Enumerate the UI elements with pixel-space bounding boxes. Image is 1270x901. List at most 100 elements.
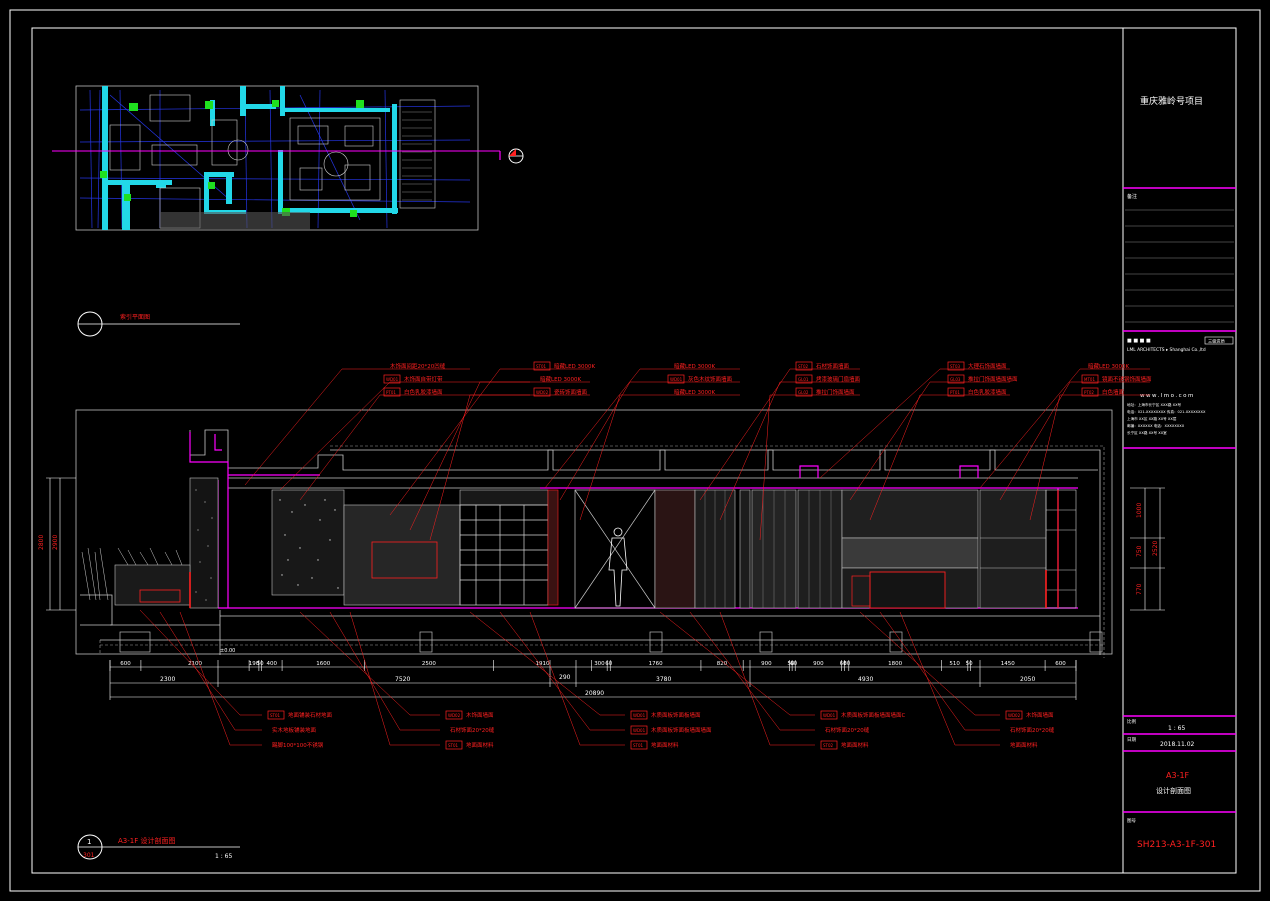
callout-top-code: ST03 <box>950 364 961 369</box>
address-line-3: 上海市 XX区 XX路 XX号 XX层 <box>1127 416 1177 421</box>
callout-bottom-text: 地面面材料 <box>651 741 679 749</box>
callout-bottom-code-box <box>820 710 838 720</box>
dim-label: 50 <box>966 661 973 667</box>
dim-total-label: 20890 <box>585 690 604 697</box>
scale-label: 比例 <box>1127 718 1136 725</box>
callout-bottom-code-box <box>267 710 285 720</box>
callout-bottom-code: WD02 <box>1008 713 1021 718</box>
callout-top-text: 烤漆玻璃门扇墙面 <box>816 375 861 383</box>
callout-bottom-code: ST01 <box>633 743 644 748</box>
callout-top-text: 木饰面间距20*20凹缝 <box>390 362 446 370</box>
drawing-name: 设计剖面图 <box>1156 786 1191 795</box>
callout-top-code-box <box>795 387 813 397</box>
callout-top-code-box <box>947 374 965 384</box>
dim-label: 1450 <box>1001 661 1015 667</box>
callout-top-code-box <box>383 374 401 384</box>
callout-top-code: PT02 <box>1084 390 1094 395</box>
dim-label: 60 <box>790 661 797 667</box>
callout-bottom-text: 木质面板饰面板墙面墙面 <box>651 726 712 734</box>
callout-bottom-code-box <box>630 710 648 720</box>
panel-b <box>739 489 751 609</box>
callout-bottom-code: WD02 <box>448 713 461 718</box>
right-dim-1: 1000 <box>1136 503 1143 518</box>
callout-bottom-text: 地面面材料 <box>841 741 869 749</box>
title-block: 重庆雅岭号项目 备注 ■ ■ ■ ■ 三级资质 LML ARCHITECTS ▸… <box>1123 95 1236 850</box>
dim-label: 50 <box>257 661 264 667</box>
callout-top-code: WD01 <box>670 377 683 382</box>
company-line: LML ARCHITECTS ▸ Shanghai Co.,ltd <box>1127 347 1206 353</box>
callout-bottom-code-box <box>630 740 648 750</box>
callout-bottom-code: WD01 <box>633 728 646 733</box>
callout-top-code: ST01 <box>536 364 547 369</box>
callout-leaders-bottom <box>139 609 1000 746</box>
left-dim-inner: 2900 <box>52 535 59 550</box>
callout-top-text: 暗藏LED 3000K <box>554 362 596 370</box>
feature-wall-art <box>371 541 438 579</box>
dim-row-2-label-6: 2050 <box>1020 676 1035 683</box>
callout-bottom-text: 木饰面墙面 <box>1026 711 1054 719</box>
callout-bottom-text: 踢脚100*100不锈钢 <box>272 741 324 749</box>
left-dimensions <box>46 477 76 611</box>
left-column <box>189 477 219 609</box>
callout-top-code: PT01 <box>386 390 396 395</box>
dim-label: 820 <box>717 661 728 667</box>
callout-bottom-code-box <box>630 725 648 735</box>
callout-top-code-box <box>667 374 685 384</box>
callout-bottom-text: 木质面板饰面板墙面 <box>651 711 701 719</box>
right-shelves <box>1045 489 1077 609</box>
callout-top-code-box <box>795 374 813 384</box>
date-label: 日期 <box>1127 737 1136 743</box>
address-line-1: 地址：上海市长宁区 XXX路 XX号 <box>1127 402 1182 407</box>
granite-panel-2 <box>459 489 549 506</box>
address-line-5: 长宁区 XX路 XX号 XX室 <box>1127 430 1167 435</box>
address-line-2: 电话：021-XXXXXXXX 传真：021-XXXXXXXX <box>1127 409 1206 414</box>
kitchen-backsplash <box>841 537 979 569</box>
callout-bottom-text: 实木地板铺装地面 <box>272 726 317 734</box>
key-plan-title: 索引平面图 <box>120 313 150 321</box>
callout-top-text: 暗藏LED 3000K <box>1088 362 1130 370</box>
callout-bottom-text: 石材饰面20*20缝 <box>1010 726 1055 734</box>
dim-row-2-label-1: 2300 <box>160 676 175 683</box>
callout-top-code-box <box>1081 374 1099 384</box>
dim-row-2-label-4: 3780 <box>656 676 671 683</box>
callout-bottom-text: 石材饰面20*20缝 <box>450 726 495 734</box>
structure-dashed <box>99 445 1105 658</box>
dim-label: 1600 <box>316 661 330 667</box>
dim-label: 600 <box>1055 661 1066 667</box>
right-dim-3: 770 <box>1136 583 1143 595</box>
callout-top-code: ST02 <box>798 364 809 369</box>
drawing-number: SH213-A3-1F-301 <box>1137 840 1216 850</box>
left-column-speckle <box>195 489 213 601</box>
right-dim-total: 2520 <box>1152 541 1159 556</box>
tall-cabinet <box>979 489 1047 609</box>
callout-top-text: 白色乳胶漆墙面 <box>404 388 443 396</box>
callout-top-code: GL01 <box>798 377 809 382</box>
callout-bottom-code: ST02 <box>823 743 834 748</box>
callout-top-code: GL03 <box>950 377 961 382</box>
dim-label: 60 <box>840 661 847 667</box>
callout-top-code-box <box>947 361 965 371</box>
dim-row-2-label-3: 290 <box>559 674 571 681</box>
callout-bottom-code: WD01 <box>823 713 836 718</box>
sheet-inner-border <box>31 27 1237 874</box>
beam-stubs <box>119 631 1103 653</box>
callout-top-code: MT01 <box>1084 377 1095 382</box>
granite-panel-1-speckle <box>279 499 339 589</box>
callout-top-text: 镜面不锈钢饰面墙面 <box>1102 375 1152 383</box>
callout-bottom-code: WD01 <box>633 713 646 718</box>
address-line-4: 邮编：XXXXXX 电话：XXXXXXXX <box>1127 423 1185 428</box>
callout-top-text: 推拉门饰面墙面墙面 <box>968 375 1018 383</box>
dim-row-1-ticks <box>109 660 1077 671</box>
dim-label: 600 <box>120 661 131 667</box>
key-plan-title-block: 索引平面图 <box>77 311 240 337</box>
human-figure <box>608 527 628 607</box>
callout-top-text: 大理石饰面墙面 <box>968 362 1007 370</box>
floor-level-mark: ±0.00 <box>220 648 235 654</box>
company-logo: ■ ■ ■ ■ <box>1127 338 1151 344</box>
kitchen-appliance <box>869 571 946 609</box>
callout-top-code: PT01 <box>950 390 960 395</box>
key-plan <box>52 85 524 231</box>
key-plan-lower-wing <box>160 212 310 230</box>
sheet-outer-border <box>9 9 1261 892</box>
